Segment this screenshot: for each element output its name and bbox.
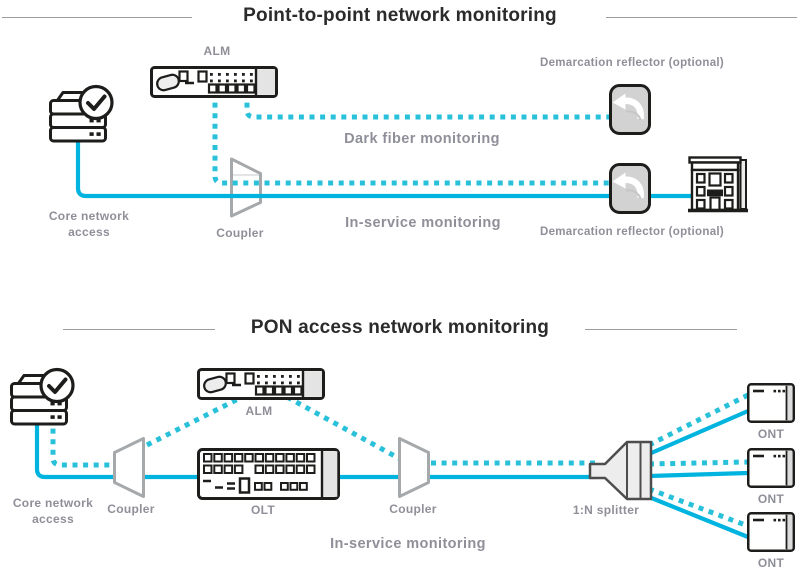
ont3-icon bbox=[746, 511, 796, 553]
coupler-label-top: Coupler bbox=[216, 226, 264, 240]
pon-alm-label: ALM bbox=[245, 404, 273, 418]
dark-fiber-line bbox=[244, 92, 611, 120]
title-divider-left-bottom bbox=[63, 329, 215, 330]
p2p-title: Point-to-point network monitoring bbox=[243, 5, 557, 26]
reflector-top-icon bbox=[611, 86, 650, 134]
demarcation-top-label: Demarcation reflector (optional) bbox=[539, 57, 725, 69]
alm-label: ALM bbox=[203, 44, 231, 58]
coupler-left-label: Coupler bbox=[107, 502, 155, 516]
ont2-label: ONT bbox=[757, 492, 785, 506]
core-network-icon bbox=[48, 84, 114, 143]
in-service-label-bottom: In-service monitoring bbox=[330, 536, 486, 552]
splitter-out2-dotted bbox=[648, 459, 749, 467]
ont3-label: ONT bbox=[757, 556, 785, 570]
olt-label: OLT bbox=[250, 503, 276, 517]
dark-fiber-label: Dark fiber monitoring bbox=[344, 131, 500, 147]
demarcation-bottom-label: Demarcation reflector (optional) bbox=[539, 226, 725, 238]
title-divider-left-top bbox=[2, 17, 192, 18]
core-network-label-top: Core network access bbox=[48, 209, 130, 240]
alm-to-coupler2-line bbox=[285, 394, 404, 463]
title-divider-right-top bbox=[606, 17, 797, 18]
coupler-icon bbox=[230, 157, 262, 218]
splitter-out3-dotted bbox=[648, 486, 749, 529]
splitter-out1-dotted bbox=[647, 392, 750, 448]
splitter-out1-solid bbox=[648, 409, 749, 456]
ont2-icon bbox=[746, 447, 796, 489]
building-icon bbox=[686, 155, 750, 213]
splitter-out3-solid bbox=[648, 495, 749, 539]
pon-in-service-line bbox=[34, 418, 594, 480]
core-network-label-bottom: Core network access bbox=[12, 496, 94, 527]
pon-core-network-icon bbox=[9, 367, 75, 426]
ont1-icon bbox=[746, 382, 796, 424]
ont1-label: ONT bbox=[757, 427, 785, 441]
pon-monitor-elbow-line bbox=[50, 418, 116, 468]
in-service-label-top: In-service monitoring bbox=[345, 215, 501, 231]
pon-alm-device-icon bbox=[197, 368, 325, 400]
pon-title: PON access network monitoring bbox=[250, 317, 550, 338]
p2p-diagram bbox=[48, 66, 750, 218]
alm-device-icon bbox=[150, 66, 278, 98]
splitter-out2-solid bbox=[648, 470, 749, 479]
splitter-icon bbox=[588, 440, 653, 501]
coupler-left-icon bbox=[113, 437, 145, 498]
title-divider-right-bottom bbox=[585, 329, 737, 330]
pon-diagram bbox=[9, 367, 796, 553]
splitter-label: 1:N splitter bbox=[572, 503, 640, 517]
coupler-right-icon bbox=[398, 437, 430, 498]
coupler1-to-alm-line bbox=[145, 394, 244, 448]
reflector-bottom-icon bbox=[611, 165, 650, 213]
olt-device-icon bbox=[197, 448, 340, 500]
monitor-branch-line bbox=[212, 92, 611, 186]
coupler-right-label: Coupler bbox=[389, 502, 437, 516]
in-service-line bbox=[75, 134, 694, 199]
